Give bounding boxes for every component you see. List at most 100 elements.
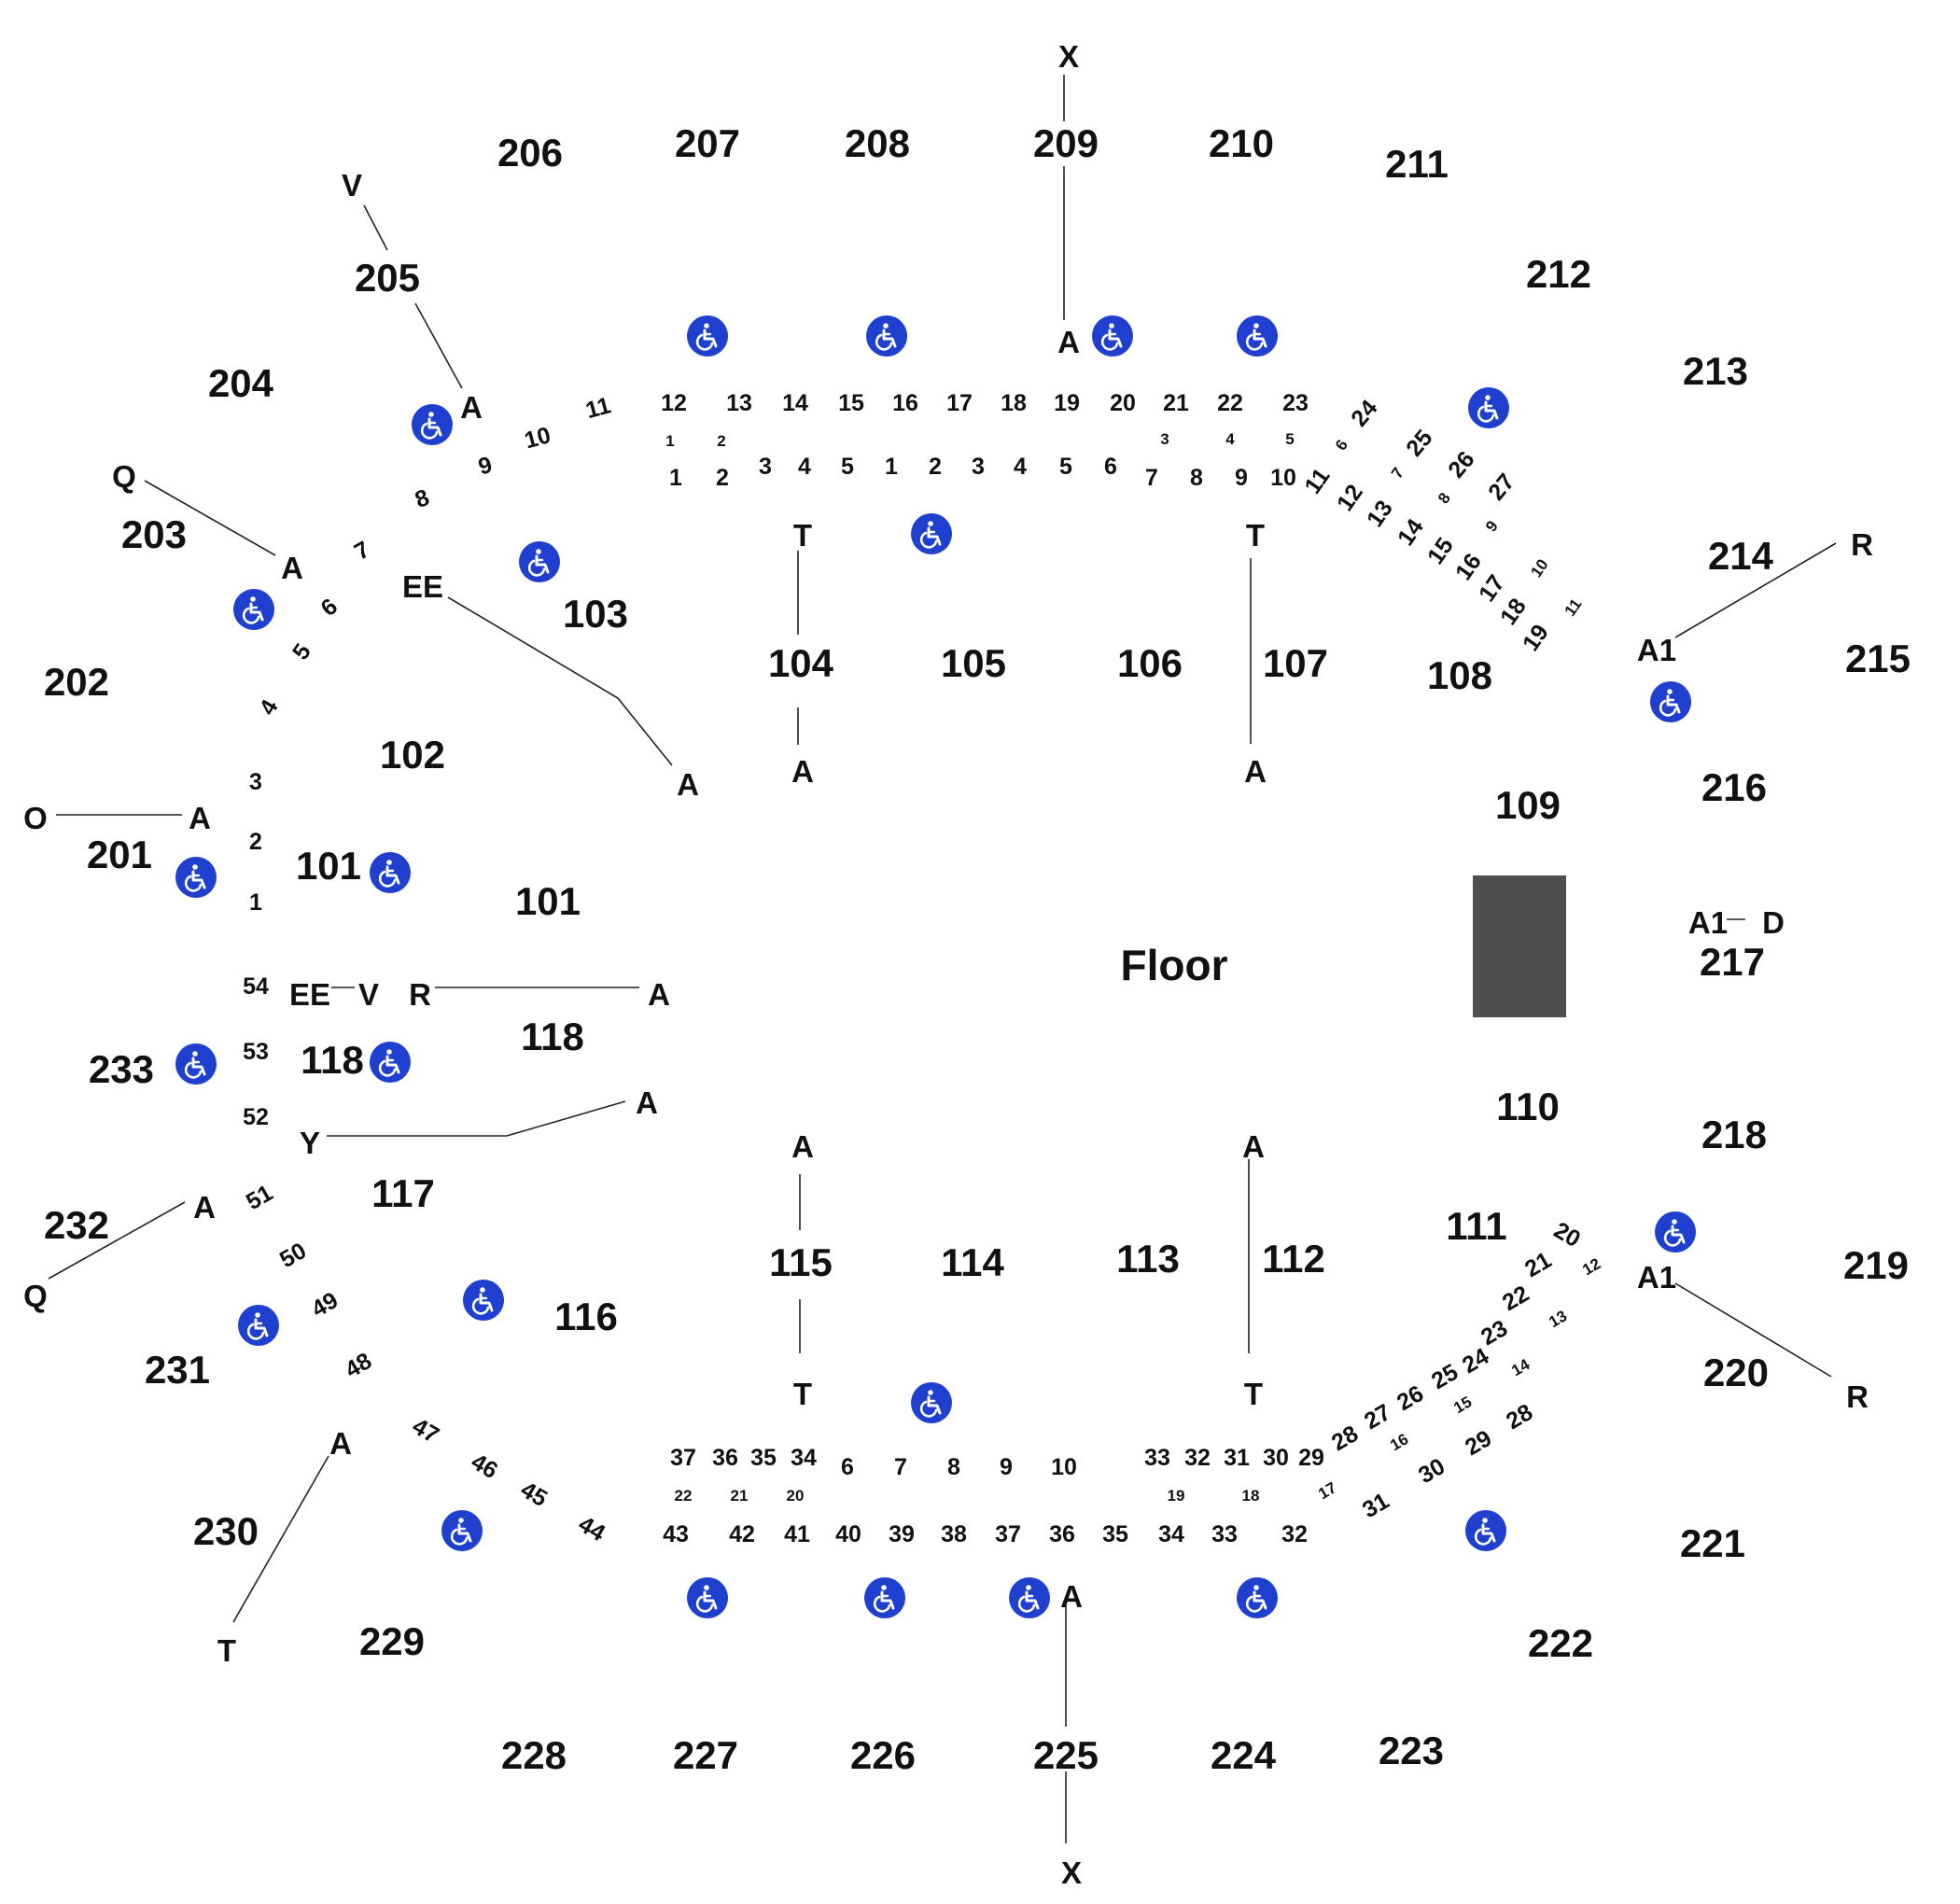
wheelchair-icon[interactable] xyxy=(231,587,276,632)
section-208[interactable]: 208 xyxy=(845,121,910,165)
section-222[interactable]: 222 xyxy=(1528,1621,1593,1665)
seat-number: 14 xyxy=(1393,514,1429,551)
wheelchair-icon[interactable] xyxy=(1466,385,1511,430)
section-209[interactable]: 209 xyxy=(1033,121,1099,165)
wheelchair-icon[interactable] xyxy=(1653,1210,1698,1254)
wheelchair-icon[interactable] xyxy=(410,402,455,447)
floor-label[interactable]: Floor xyxy=(1121,941,1228,989)
wheelchair-icon[interactable] xyxy=(1235,314,1280,358)
section-221[interactable]: 221 xyxy=(1680,1521,1745,1565)
seat-number: 53 xyxy=(243,1039,269,1065)
section-201[interactable]: 201 xyxy=(87,833,152,876)
seat-number: 6 xyxy=(1104,454,1117,480)
section-219[interactable]: 219 xyxy=(1843,1243,1909,1287)
section-102[interactable]: 102 xyxy=(380,733,445,777)
section-229[interactable]: 229 xyxy=(359,1619,425,1663)
section-233[interactable]: 233 xyxy=(89,1047,154,1091)
section-105[interactable]: 105 xyxy=(941,641,1006,685)
section-225[interactable]: 225 xyxy=(1033,1733,1099,1777)
section-104[interactable]: 104 xyxy=(768,641,834,685)
seat-number: 48 xyxy=(341,1348,376,1383)
section-227[interactable]: 227 xyxy=(673,1733,738,1777)
seat-number: 9 xyxy=(1235,465,1248,491)
section-103[interactable]: 103 xyxy=(563,592,628,636)
section-110[interactable]: 110 xyxy=(1496,1085,1560,1128)
wheelchair-icon[interactable] xyxy=(368,1040,413,1085)
seat-number: 4 xyxy=(1225,430,1235,448)
section-231[interactable]: 231 xyxy=(145,1348,210,1392)
section-203[interactable]: 203 xyxy=(121,512,187,556)
section-218[interactable]: 218 xyxy=(1701,1113,1767,1156)
wheelchair-icon[interactable] xyxy=(864,314,909,358)
seat-number: 9 xyxy=(476,452,496,481)
seat-number: 12 xyxy=(1332,480,1368,516)
section-101-side[interactable]: 101 xyxy=(296,844,361,888)
section-111[interactable]: 111 xyxy=(1446,1204,1506,1248)
section-215[interactable]: 215 xyxy=(1845,637,1911,680)
section-217[interactable]: 217 xyxy=(1700,940,1765,984)
section-118[interactable]: 118 xyxy=(521,1015,584,1058)
section-116[interactable]: 116 xyxy=(554,1295,618,1338)
wheelchair-icon[interactable] xyxy=(1463,1508,1508,1553)
section-108[interactable]: 108 xyxy=(1427,653,1492,697)
section-205[interactable]: 205 xyxy=(355,256,420,300)
wheelchair-icon[interactable] xyxy=(1235,1575,1280,1620)
section-107[interactable]: 107 xyxy=(1263,641,1328,685)
section-202[interactable]: 202 xyxy=(44,660,109,704)
seat-number: 8 xyxy=(1190,465,1203,491)
seat-number: 10 xyxy=(1051,1454,1077,1480)
seat-number: 37 xyxy=(995,1521,1021,1547)
wheelchair-icon[interactable] xyxy=(461,1278,506,1323)
row-a-201: A xyxy=(189,801,211,835)
wheelchair-icon[interactable] xyxy=(909,1380,954,1425)
wheelchair-icon[interactable] xyxy=(368,850,413,895)
wheelchair-icon[interactable] xyxy=(517,539,562,584)
section-220[interactable]: 220 xyxy=(1703,1351,1769,1394)
section-224[interactable]: 224 xyxy=(1211,1733,1277,1777)
section-106[interactable]: 106 xyxy=(1117,641,1183,685)
section-117[interactable]: 117 xyxy=(371,1171,435,1215)
section-223[interactable]: 223 xyxy=(1379,1729,1444,1772)
section-113[interactable]: 113 xyxy=(1116,1237,1180,1281)
section-207[interactable]: 207 xyxy=(675,121,740,165)
section-210[interactable]: 210 xyxy=(1209,121,1274,165)
wheelchair-icon[interactable] xyxy=(1007,1575,1052,1620)
seat-number: 18 xyxy=(1495,594,1532,630)
section-109[interactable]: 109 xyxy=(1495,783,1561,827)
section-226[interactable]: 226 xyxy=(850,1733,916,1777)
wheelchair-icon[interactable] xyxy=(685,1575,730,1620)
wheelchair-icon[interactable] xyxy=(174,855,218,900)
seat-number: 29 xyxy=(1461,1425,1496,1461)
seat-number: 49 xyxy=(307,1287,343,1323)
section-216[interactable]: 216 xyxy=(1701,765,1767,809)
section-214[interactable]: 214 xyxy=(1708,534,1774,578)
section-232[interactable]: 232 xyxy=(44,1203,109,1247)
wheelchair-icon[interactable] xyxy=(236,1303,281,1348)
wheelchair-icon[interactable] xyxy=(174,1042,218,1086)
row-r-220: R xyxy=(1846,1379,1869,1414)
seat-number: 15 xyxy=(838,390,864,416)
section-230[interactable]: 230 xyxy=(193,1509,259,1553)
row-t-230: T xyxy=(217,1633,236,1668)
section-228[interactable]: 228 xyxy=(501,1733,567,1777)
section-212[interactable]: 212 xyxy=(1526,252,1591,296)
wheelchair-icon[interactable] xyxy=(1648,679,1693,724)
section-213[interactable]: 213 xyxy=(1683,349,1748,393)
wheelchair-icon[interactable] xyxy=(862,1575,907,1620)
section-115[interactable]: 115 xyxy=(769,1240,833,1284)
row-a1-217: A1 xyxy=(1688,905,1728,940)
section-114[interactable]: 114 xyxy=(941,1240,1004,1284)
seat-number: 17 xyxy=(1315,1478,1339,1503)
seat-number: 41 xyxy=(784,1521,810,1547)
wheelchair-icon[interactable] xyxy=(909,511,954,556)
wheelchair-icon[interactable] xyxy=(440,1508,484,1553)
wheelchair-icon[interactable] xyxy=(1090,314,1135,358)
section-118-side[interactable]: 118 xyxy=(301,1038,364,1082)
section-101[interactable]: 101 xyxy=(515,879,581,923)
section-206[interactable]: 206 xyxy=(497,131,563,175)
section-204[interactable]: 204 xyxy=(208,361,274,405)
section-211[interactable]: 211 xyxy=(1385,142,1449,186)
wheelchair-icon[interactable] xyxy=(685,314,730,358)
section-112[interactable]: 112 xyxy=(1262,1237,1325,1281)
